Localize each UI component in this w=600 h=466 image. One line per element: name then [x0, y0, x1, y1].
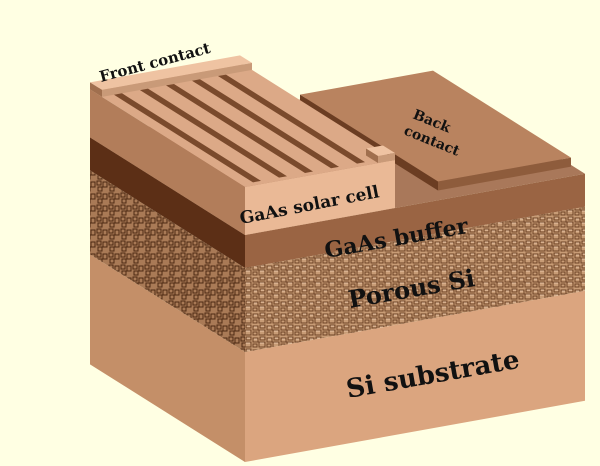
- back-contact-front: [438, 157, 571, 191]
- front-contact-finger-3: [166, 83, 313, 173]
- front-contact-pad-front: [378, 153, 395, 164]
- gaas-buffer-front: [245, 173, 585, 268]
- gaas-solar-cell-front: [245, 160, 395, 235]
- porous-si-front: [245, 206, 585, 352]
- front-contact-busbar-front: [102, 62, 252, 97]
- gaas-solar-cell-side: [90, 89, 245, 235]
- front-contact-pad-top: [366, 145, 395, 157]
- front-contact-finger-5: [218, 74, 365, 164]
- back-contact-side: [300, 94, 438, 191]
- back-contact-top: [300, 70, 571, 182]
- si-substrate-front: [245, 290, 585, 462]
- front-contact-finger-2: [140, 88, 287, 178]
- front-contact-busbar-side: [90, 82, 102, 97]
- front-contact-pad-side: [366, 148, 378, 164]
- front-contact-busbar-top: [90, 55, 252, 90]
- front-contact-finger-4: [192, 79, 339, 169]
- gaas-buffer-side: [90, 137, 245, 268]
- si-substrate-side: [90, 254, 245, 462]
- front-contact-finger-1: [114, 93, 261, 183]
- porous-si-side: [90, 170, 245, 352]
